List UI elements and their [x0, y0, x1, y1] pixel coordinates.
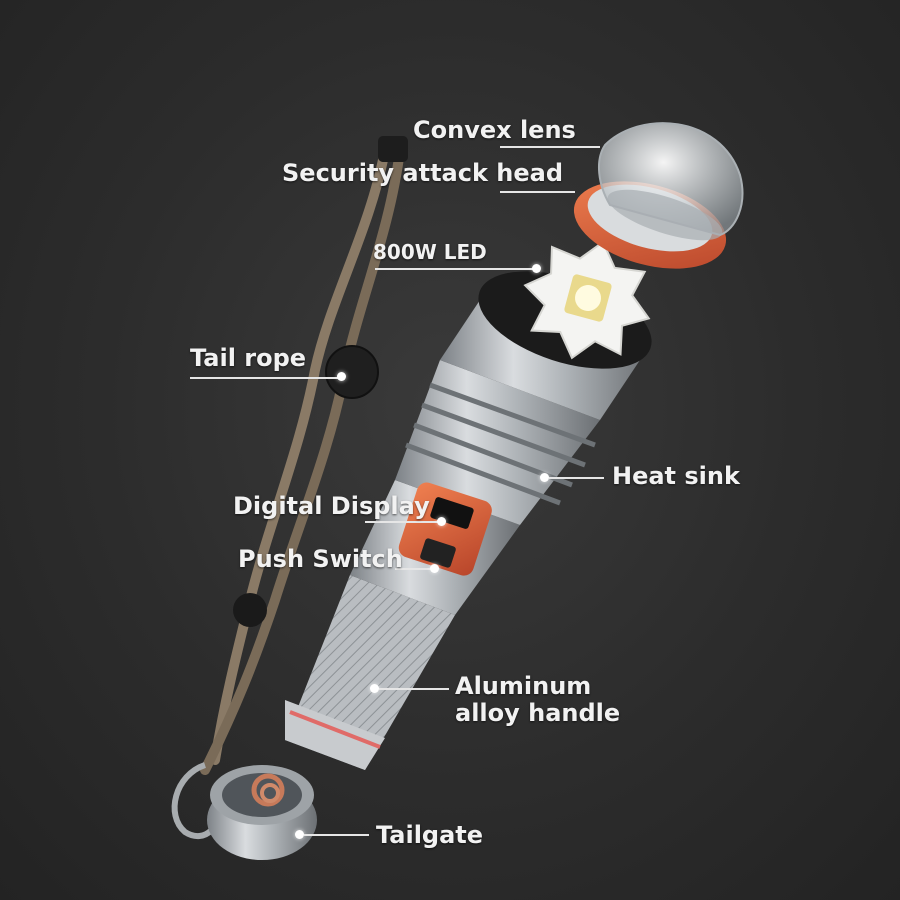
led-star-board [523, 240, 651, 360]
label-heat-sink: Heat sink [612, 462, 740, 490]
label-push-switch: Push Switch [238, 545, 403, 573]
leader-handle [379, 688, 449, 690]
leader-security-head [500, 191, 575, 193]
leader-convex-lens [500, 146, 600, 148]
label-handle-line1: Aluminum [455, 672, 592, 700]
tail-rope [171, 136, 408, 840]
dot-handle [370, 684, 379, 693]
label-convex-lens: Convex lens [413, 116, 576, 144]
leader-push-switch [395, 568, 435, 570]
rope-bead [233, 593, 267, 627]
flashlight-body [285, 271, 652, 770]
leader-heat-sink [549, 477, 604, 479]
label-digital-display: Digital Display [233, 492, 430, 520]
push-switch-button[interactable] [419, 538, 456, 569]
label-security-attack-head: Security attack head [282, 159, 564, 187]
label-led: 800W LED [373, 240, 487, 264]
dot-digital-display [437, 517, 446, 526]
dot-heat-sink [540, 473, 549, 482]
dot-tail-rope [337, 372, 346, 381]
rope-clip [378, 136, 408, 162]
leader-tail-rope [190, 377, 340, 379]
label-tailgate: Tailgate [376, 821, 484, 849]
dot-led [532, 264, 541, 273]
leader-tailgate [304, 834, 369, 836]
leader-led [375, 268, 535, 270]
leader-digital-display [365, 521, 440, 523]
label-tail-rope: Tail rope [190, 344, 307, 372]
rope-stopper [325, 345, 379, 399]
label-handle-line2: alloy handle [455, 699, 621, 727]
dot-tailgate [295, 830, 304, 839]
convex-lens [598, 122, 744, 241]
tailgate-cap [207, 765, 317, 860]
dot-push-switch [430, 564, 439, 573]
